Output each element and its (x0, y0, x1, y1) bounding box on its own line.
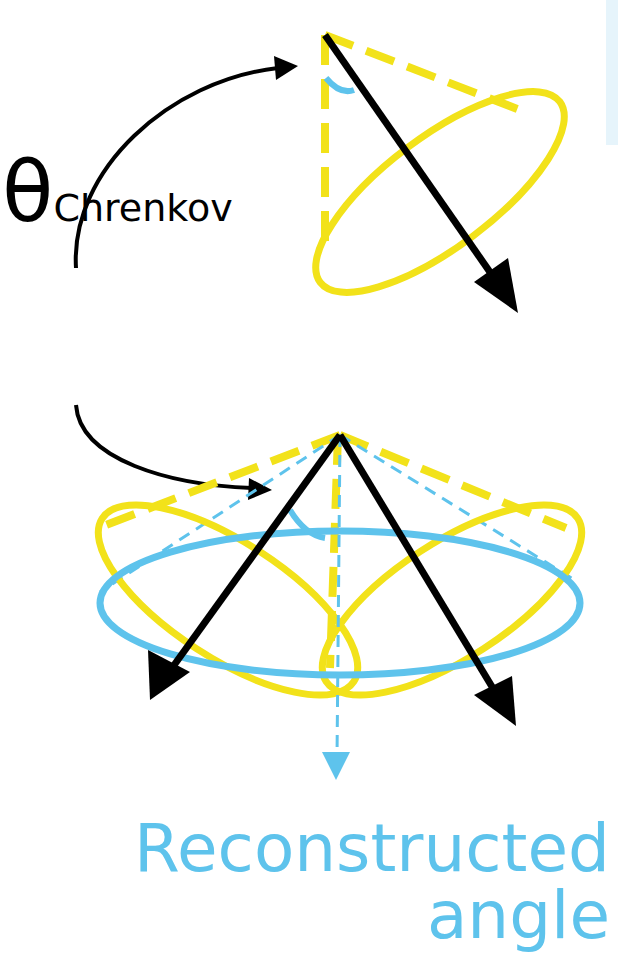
side-panel (606, 0, 618, 145)
reco-axis-dashed (337, 435, 340, 758)
particle-arrow (325, 35, 492, 275)
cherenkov-ring (295, 470, 610, 731)
angle-arc (326, 78, 354, 91)
theta-symbol: θ (2, 143, 53, 241)
particle-arrow (340, 435, 494, 690)
cherenkov-ring (287, 58, 593, 326)
reco-axis-head (322, 752, 350, 780)
pointer-line (76, 68, 278, 268)
pointer-line (76, 405, 252, 488)
particle-arrow (172, 435, 340, 668)
reconstructed-ring (100, 531, 580, 675)
reco-edge-dashed (340, 435, 578, 582)
arrow-head (148, 650, 190, 700)
cone-edge-dashed (340, 435, 566, 528)
angle-arc (290, 510, 325, 538)
arrow-head (474, 258, 518, 313)
angle-subscript: Chrenkov (53, 186, 232, 230)
arrow-head (474, 676, 516, 726)
axis-dashed (321, 35, 329, 252)
angle-label: θChrenkov (2, 150, 233, 234)
pointer-head (274, 56, 298, 80)
reconstructed-label: Reconstructed angle (10, 815, 610, 950)
